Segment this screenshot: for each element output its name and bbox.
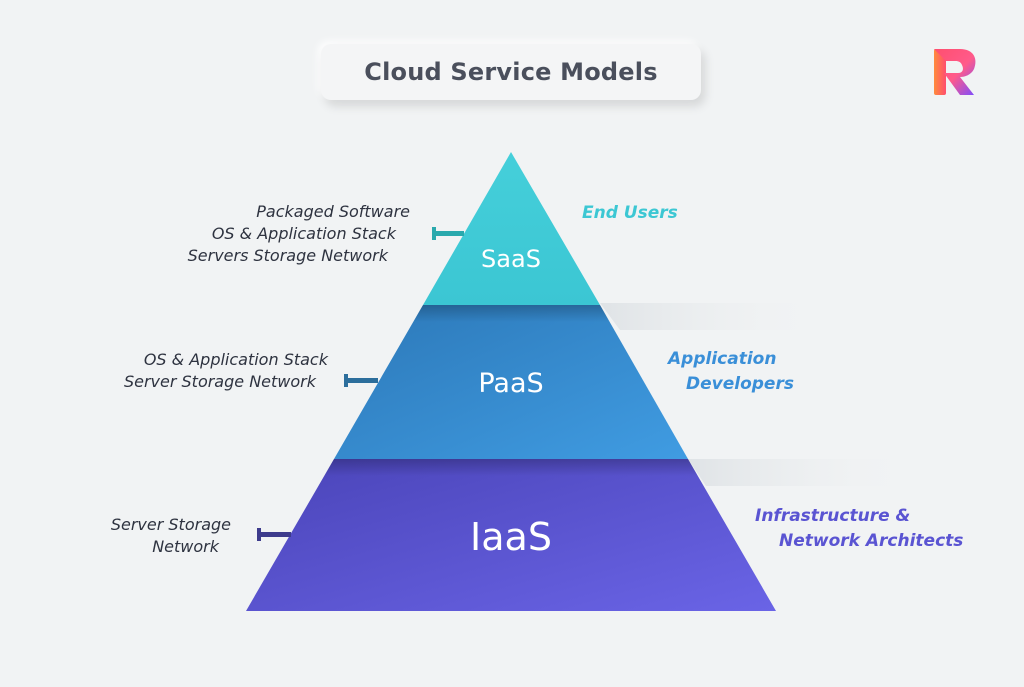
- paas-top-shade: [413, 305, 610, 322]
- paas-stack-item: Server Storage Network: [123, 372, 316, 391]
- paas-stack-list: OS & Application Stack Server Storage Ne…: [124, 349, 328, 393]
- paas-audience-line: Developers: [686, 374, 794, 394]
- iaas-stack-item: Network: [152, 537, 219, 556]
- saas-stack-list: Packaged Software OS & Application Stack…: [188, 201, 410, 267]
- title-card: Cloud Service Models: [321, 44, 701, 100]
- saas-tier: [423, 152, 600, 305]
- brand-logo-icon: [934, 49, 976, 95]
- saas-audience-line: End Users: [582, 203, 678, 223]
- paas-label: PaaS: [478, 368, 543, 399]
- page-title: Cloud Service Models: [364, 58, 658, 86]
- iaas-tier: [246, 459, 776, 611]
- iaas-stack-list: Server Storage Network: [111, 514, 231, 558]
- saas-stack-item: Servers Storage Network: [187, 246, 388, 265]
- saas-audience: End Users: [582, 201, 678, 226]
- saas-label: SaaS: [481, 245, 541, 273]
- paas-stack-item: OS & Application Stack: [143, 350, 328, 369]
- iaas-audience-line: Network Architects: [779, 531, 964, 551]
- paas-audience-line: Application: [668, 349, 777, 369]
- saas-stack-item: Packaged Software: [256, 202, 410, 221]
- iaas-connector: [257, 528, 291, 541]
- iaas-stack-item: Server Storage: [110, 515, 231, 534]
- paas-shelf-shadow: [688, 459, 918, 486]
- iaas-top-shade: [324, 459, 698, 476]
- paas-audience: Application Developers: [668, 347, 794, 397]
- paas-connector: [344, 374, 378, 387]
- saas-shelf-shadow: [600, 303, 826, 330]
- saas-stack-item: OS & Application Stack: [211, 224, 396, 243]
- iaas-label: IaaS: [470, 515, 552, 559]
- saas-connector: [432, 227, 464, 240]
- iaas-audience-line: Infrastructure &: [755, 506, 911, 526]
- paas-tier: [334, 305, 688, 459]
- iaas-audience: Infrastructure & Network Architects: [755, 504, 963, 554]
